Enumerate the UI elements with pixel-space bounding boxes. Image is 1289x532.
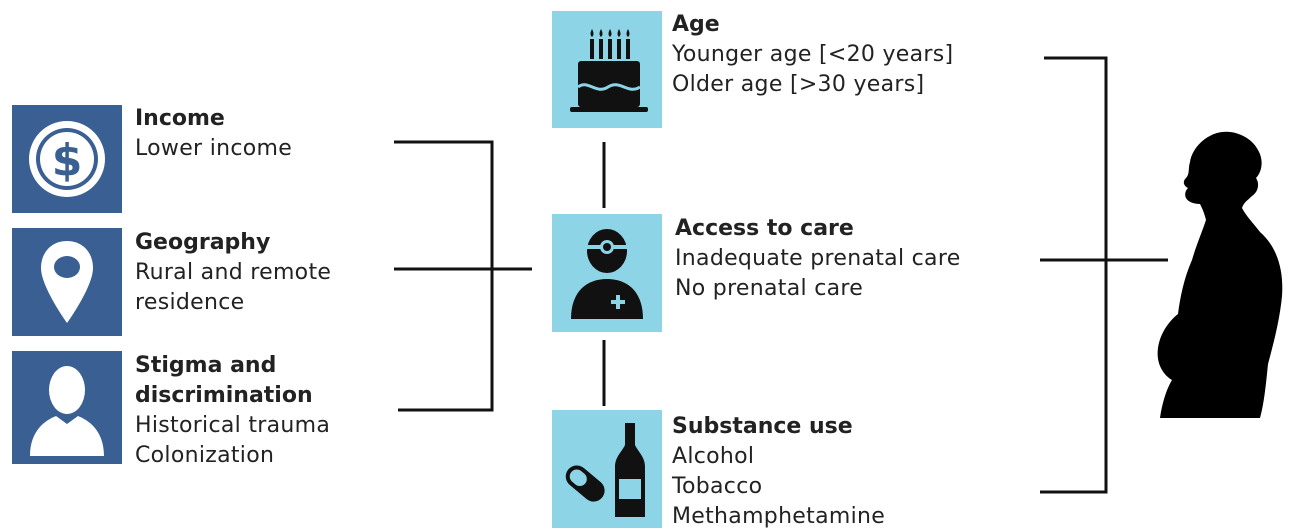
substance-title: Substance use xyxy=(672,414,853,439)
geography-title: Geography xyxy=(135,230,271,255)
person-icon xyxy=(30,365,104,456)
age-tile xyxy=(552,11,662,128)
income-item: Lower income xyxy=(135,136,293,161)
stigma-item: Historical trauma xyxy=(135,413,331,438)
access-item: No prenatal care xyxy=(675,276,864,301)
right-bracket-line xyxy=(1040,56,1108,494)
access-label: Access to care Inadequate prenatal care … xyxy=(675,214,961,304)
svg-text:$: $ xyxy=(52,135,83,186)
substance-item: Methamphetamine xyxy=(672,504,886,529)
geography-item: residence xyxy=(135,290,245,315)
age-label: Age Younger age [<20 years] Older age [>… xyxy=(672,10,953,100)
birthday-cake-icon xyxy=(570,28,648,112)
stigma-title: Stigma and xyxy=(135,353,277,378)
substance-item: Alcohol xyxy=(672,444,755,469)
stigma-tile xyxy=(12,351,122,464)
access-tile xyxy=(552,214,662,332)
doctor-icon xyxy=(571,229,643,319)
geography-tile xyxy=(12,228,122,336)
income-tile: $ xyxy=(12,105,122,213)
age-item: Older age [>30 years] xyxy=(672,72,925,97)
income-label: Income Lower income xyxy=(135,104,292,164)
geography-label: Geography Rural and remote residence xyxy=(135,228,331,318)
stigma-label: Stigma and discrimination Historical tra… xyxy=(135,351,330,471)
pregnant-woman-silhouette-icon xyxy=(1157,131,1283,418)
pill-bottle-icon xyxy=(565,423,645,517)
age-title: Age xyxy=(672,12,720,37)
substance-tile xyxy=(552,410,662,528)
stigma-item: Colonization xyxy=(135,443,275,468)
left-bracket-line xyxy=(394,140,494,412)
age-item: Younger age [<20 years] xyxy=(672,42,954,67)
stigma-title-2: discrimination xyxy=(135,383,313,408)
access-title: Access to care xyxy=(675,216,854,241)
access-item: Inadequate prenatal care xyxy=(675,246,961,271)
substance-label: Substance use Alcohol Tobacco Methamphet… xyxy=(672,412,885,532)
income-title: Income xyxy=(135,106,225,131)
substance-item: Tobacco xyxy=(672,474,763,499)
dollar-icon: $ xyxy=(29,121,105,197)
location-pin-icon xyxy=(41,241,93,323)
geography-item: Rural and remote xyxy=(135,260,332,285)
